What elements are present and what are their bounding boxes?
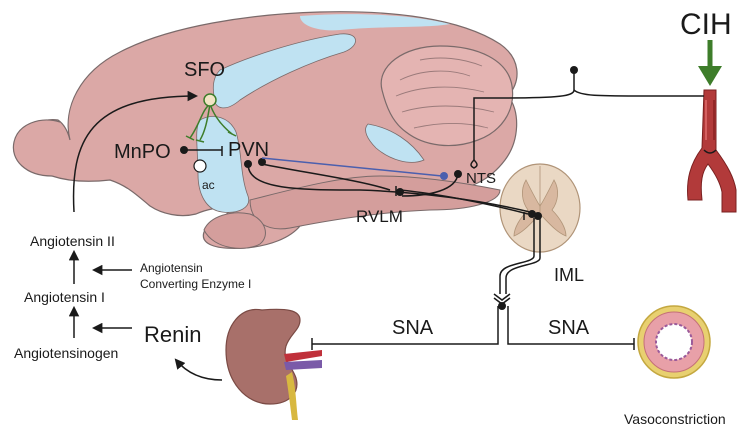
label-cih: CIH [680,8,732,41]
label-mnpo: MnPO [114,141,171,163]
label-iml: IML [554,265,584,285]
pvn-nts-terminal [440,172,448,180]
mnpo-neuron [180,146,188,154]
nts-rvlm-axon [401,173,459,197]
label-sna-left: SNA [392,317,434,339]
label-ac: ac [202,178,215,192]
brain-sagittal-section [12,11,518,249]
label-rvlm: RVLM [356,207,403,226]
anterior-commissure [193,159,207,173]
pvn-neuron-1 [244,160,252,168]
rvlm-iml-axon [399,189,529,215]
iml-descending-2 [505,218,541,294]
blood-vessel-cross-section [637,305,711,379]
kidney-to-renin-arrow [174,358,223,381]
label-vasoconstriction: Vasoconstriction [624,411,726,427]
kidney [225,308,322,420]
ventricle-top-strip [300,14,450,31]
renal-artery [284,350,322,362]
nts-neuron [454,170,462,178]
ras-arrows [68,249,132,338]
petrosal-neuron [570,66,578,74]
carotid-afferent-right [573,89,704,97]
neural-pathways [72,70,704,381]
label-ace-line1: Angiotensin [140,261,203,275]
ganglion-neuron [498,302,506,310]
rvlm-neuron [396,188,404,196]
olfactory-bulb [12,119,61,177]
cih-arrow-head [698,66,722,86]
fourth-ventricle [365,123,425,163]
label-angiotensin-i: Angiotensin I [24,289,105,305]
pvn-iml-axon [247,163,531,213]
cerebellum-folia [395,57,495,129]
artery-trunk [687,89,737,213]
pvn-nts-axon [261,157,443,177]
label-pvn: PVN [228,139,269,161]
pvn-neuron-2 [258,158,266,166]
sna-vessel-axon [507,306,634,345]
kidney-body [225,308,301,405]
label-renin: Renin [144,322,201,347]
hypothalamus [203,212,266,249]
iml-neuron-2 [534,212,542,220]
iml-descending-1 [499,218,535,294]
label-angiotensin-ii: Angiotensin II [30,233,115,249]
pvn-rvlm-axon [261,163,391,191]
spinal-cord-section [499,163,581,253]
carotid-artery [687,40,737,213]
label-ace-line2: Converting Enzyme I [140,277,251,291]
cerebellum [380,45,514,147]
label-sna-right: SNA [548,317,590,339]
label-nts: NTS [466,170,496,187]
neuron-cell-bodies [180,66,578,310]
label-angiotensinogen: Angiotensinogen [14,345,118,361]
sfo-neuron [185,93,237,143]
label-sfo: SFO [184,59,225,81]
sna-kidney-axon [312,306,499,345]
angiotensin-ii-to-sfo-arrow [72,90,199,213]
renal-vein [284,360,322,370]
ureter [286,372,298,420]
